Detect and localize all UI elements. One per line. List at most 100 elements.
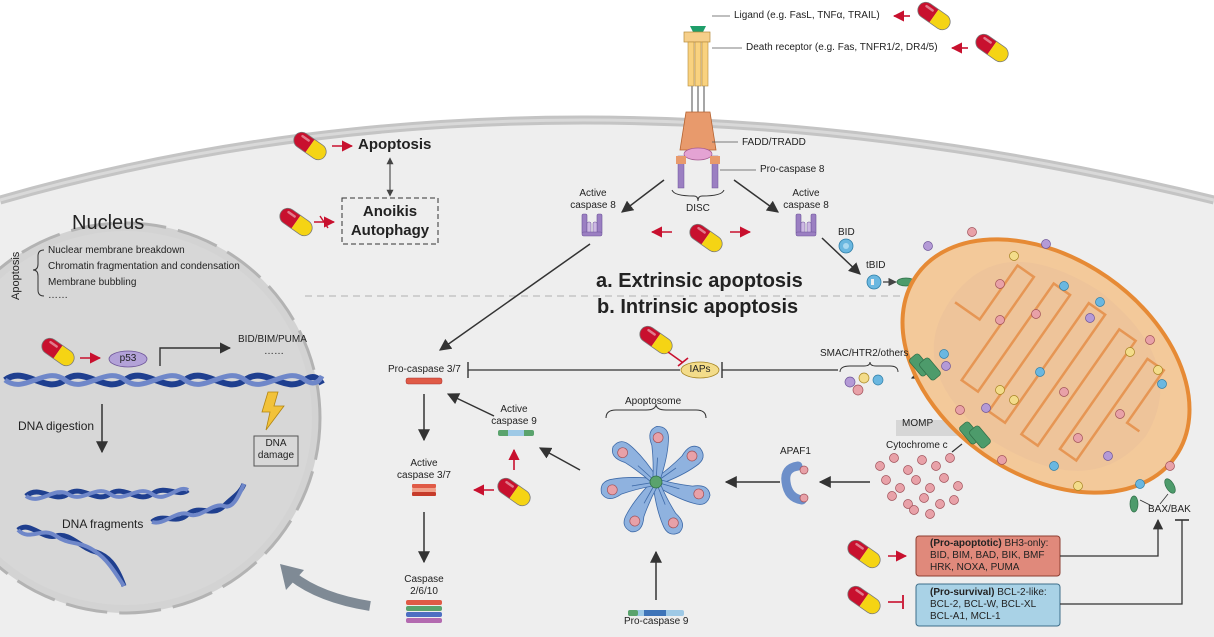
mito-protein-dot (1041, 239, 1051, 249)
apoptosis-side-label: Apoptosis (10, 251, 22, 300)
pro-survival-line1: BCL-2, BCL-W, BCL-XL (930, 599, 1037, 610)
procaspase37-label: Pro-caspase 3/7 (388, 364, 461, 375)
nucleus-feature-4: …… (48, 290, 68, 301)
intrinsic-heading: b. Intrinsic apoptosis (597, 296, 799, 318)
active-caspase37-label: Active caspase 3/7 (397, 458, 451, 481)
pro-apoptotic-line2: HRK, NOXA, PUMA (930, 562, 1020, 573)
death-receptor-label: Death receptor (e.g. Fas, TNFR1/2, DR4/5… (746, 42, 938, 53)
apaf1-label: APAF1 (780, 446, 811, 457)
momp-label: MOMP (902, 418, 934, 429)
apoptosome-arm (649, 426, 669, 483)
mito-protein-dot (1009, 251, 1019, 261)
anoikis-label: Anoikis (362, 203, 418, 220)
mito-protein-dot (1153, 365, 1163, 375)
p53-label: p53 (119, 353, 137, 364)
pro-apoptotic-title: (Pro-apoptotic) BH3-only: (930, 538, 1048, 550)
mito-protein-dot (1073, 481, 1083, 491)
caspase-2610-label: Caspase 2/6/10 (404, 574, 444, 597)
cytochrome-c-dot (917, 455, 927, 465)
procaspase8-label: Pro-caspase 8 (760, 164, 825, 175)
active-caspase8-right-label: Active caspase 8 (783, 188, 829, 211)
apoptosis-heading: Apoptosis (358, 136, 432, 153)
procaspase9-label: Pro-caspase 9 (624, 616, 689, 627)
disc-label: DISC (686, 203, 710, 214)
smac-label: SMAC/HTR2/others (820, 348, 909, 359)
mito-protein-dot (997, 455, 1007, 465)
cytochrome-c-dot (903, 499, 913, 509)
mito-protein-dot (1157, 379, 1167, 389)
cytochrome-c-dot (931, 461, 941, 471)
apoptosome-label: Apoptosome (625, 396, 682, 407)
dna-digestion-label: DNA digestion (18, 419, 95, 433)
mito-protein-dot (955, 405, 965, 415)
nucleus-feature-3: Membrane bubbling (48, 277, 137, 288)
apoptosome-arm (600, 477, 657, 499)
cytochrome-c-dot (939, 473, 949, 483)
caspase-stack-icon (412, 484, 436, 496)
mito-protein-dot (995, 315, 1005, 325)
mito-protein-dot (1059, 387, 1069, 397)
cytochrome-c-dot (881, 475, 891, 485)
cytochrome-c-dot (889, 453, 899, 463)
cytochrome-c-dots (875, 453, 963, 519)
apoptosome-arm (652, 481, 684, 535)
mito-protein-dot (941, 361, 951, 371)
cytochrome-c-dot (895, 483, 905, 493)
active-caspase9-label: Active caspase 9 (491, 404, 537, 427)
tbid-label: tBID (866, 260, 886, 271)
pro-apoptotic-title-text: (Pro-apoptotic) (930, 538, 1002, 549)
cytochrome-c-dot (909, 505, 919, 515)
mito-protein-dot (1049, 461, 1059, 471)
active-caspase8-left-label: Active caspase 8 (570, 188, 616, 211)
cytochrome-c-dot (925, 509, 935, 519)
mito-protein-dot (939, 349, 949, 359)
ligand-label: Ligand (e.g. FasL, TNFα, TRAIL) (734, 10, 880, 21)
channel-icon (909, 353, 1176, 513)
iaps-label: IAPs (689, 364, 711, 375)
pro-apoptotic-line1: BID, BIM, BAD, BIK, BMF (930, 550, 1045, 561)
dna-helix-icon (16, 482, 247, 588)
lightning-icon (261, 391, 285, 431)
mito-protein-dot (1103, 451, 1113, 461)
bax-bak-label: BAX/BAK (1148, 504, 1191, 515)
nucleus-feature-1: Nuclear membrane breakdown (48, 245, 185, 256)
bid-label: BID (838, 227, 855, 238)
pro-survival-sub: BCL-2-like: (997, 587, 1047, 598)
nucleus-title: Nucleus (72, 212, 145, 234)
nucleus-shape (0, 221, 322, 615)
pro-apoptotic-sub: BH3-only: (1004, 538, 1049, 549)
dna-helix-icon (3, 372, 325, 388)
mito-protein-dot (1085, 313, 1095, 323)
mito-protein-dot (995, 385, 1005, 395)
mito-protein-dot (1135, 479, 1145, 489)
fadd-label: FADD/TRADD (742, 137, 806, 148)
p53-targets-label: BID/BIM/PUMA (238, 334, 307, 345)
cytochrome-c-dot (887, 491, 897, 501)
cytochrome-c-dot (919, 493, 929, 503)
dna-damage-label: DNA damage (257, 438, 295, 461)
nucleus-feature-2: Chromatin fragmentation and condensation (48, 261, 240, 272)
cytochrome-c-dot (945, 453, 955, 463)
death-receptor-icon (676, 26, 720, 189)
cytochrome-c-dot (935, 499, 945, 509)
apoptosome-hub (649, 475, 663, 489)
cytochrome-c-dot (875, 461, 885, 471)
mito-protein-dot (1059, 281, 1069, 291)
mito-protein-dot (1035, 367, 1045, 377)
cytochrome-c-dot (911, 475, 921, 485)
mito-protein-dot (995, 279, 1005, 289)
mito-protein-dot (1009, 395, 1019, 405)
pro-survival-title-text: (Pro-survival) (930, 587, 995, 598)
mito-protein-dot (1165, 461, 1175, 471)
p53-targets-more: …… (264, 346, 284, 357)
pro-survival-line2: BCL-A1, MCL-1 (930, 611, 1001, 622)
cytochrome-c-label: Cytochrome c (886, 440, 948, 451)
apaf1-icon (781, 461, 809, 505)
mito-protein-dot (967, 227, 977, 237)
mito-protein-dot (1095, 297, 1105, 307)
mito-protein-dot (1145, 335, 1155, 345)
cytochrome-c-dot (925, 483, 935, 493)
cytochrome-c-dot (949, 495, 959, 505)
autophagy-label: Autophagy (350, 222, 430, 239)
